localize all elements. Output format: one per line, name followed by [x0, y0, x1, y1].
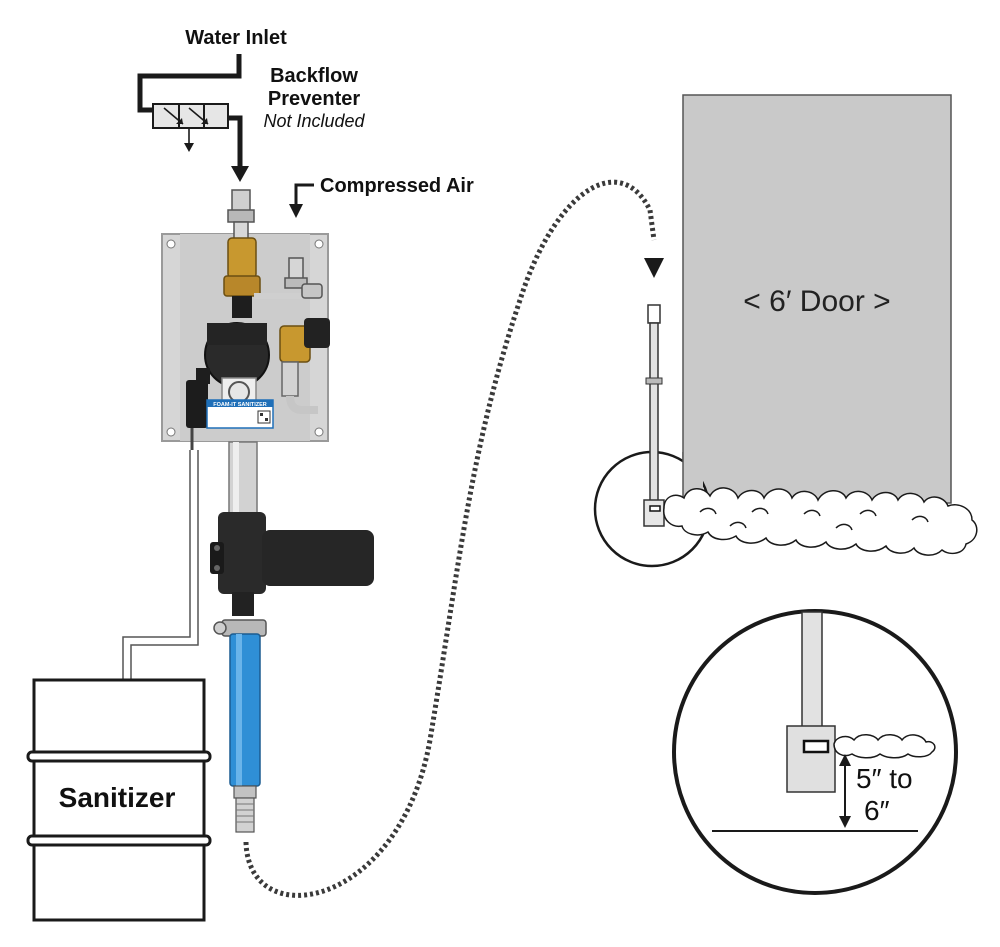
height-label-line2: 6″ — [864, 795, 890, 826]
blue-hose — [229, 633, 261, 787]
foam-cloud — [663, 487, 978, 556]
detail-foam-cloud — [833, 734, 936, 759]
hose-route-arrowhead — [644, 258, 664, 278]
compressed-air-label: Compressed Air — [320, 175, 474, 197]
pump-body — [186, 322, 270, 428]
backflow-preventer — [152, 103, 229, 152]
sanitizer-drum — [26, 678, 212, 922]
backflow-label-line2: Preventer — [268, 88, 360, 110]
foam-chamber — [210, 512, 374, 616]
air-inlet-fitting — [284, 257, 323, 299]
brass-water-valve — [223, 237, 302, 318]
height-label-line1: 5″ to — [856, 763, 913, 794]
backflow-note: Not Included — [263, 111, 365, 131]
water-inlet-fitting — [227, 189, 255, 241]
door-label: < 6′ Door > — [743, 285, 890, 318]
water-inlet-pipe — [137, 54, 243, 170]
water-flow-arrowhead — [231, 166, 249, 182]
sanitizer-label: Sanitizer — [59, 782, 176, 813]
drain-arrow-icon — [184, 143, 194, 152]
air-regulator — [279, 318, 330, 414]
unit-brand-text: FOAM-IT SANITIZER — [213, 402, 266, 408]
water-inlet-label: Water Inlet — [185, 27, 287, 49]
compressed-air-arrowhead — [289, 204, 303, 218]
outlet-pipe — [228, 441, 258, 515]
chemical-pickup-tube — [122, 428, 199, 680]
compressed-air-pointer — [294, 183, 314, 206]
height-detail-circle — [672, 609, 958, 895]
door-panel — [682, 94, 952, 504]
hose-clamp — [213, 619, 267, 637]
hose-route-dotted-line — [243, 179, 657, 898]
nozzle-fitting — [233, 785, 257, 833]
backflow-label-line1: Backflow — [270, 65, 358, 87]
unit-product-label: FOAM-IT SANITIZER — [206, 399, 274, 429]
